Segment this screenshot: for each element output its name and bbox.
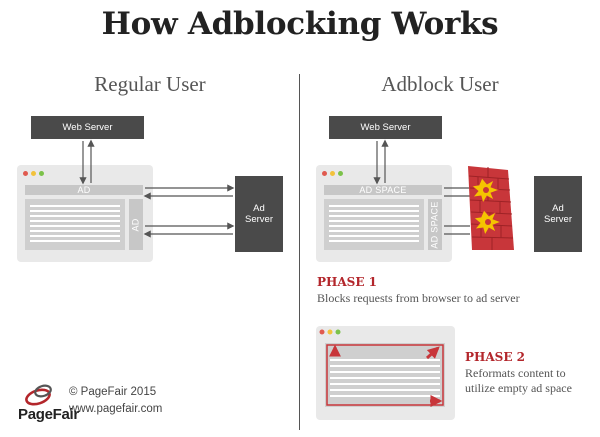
right-side-ad-space: AD SPACE bbox=[428, 199, 442, 250]
left-content-area bbox=[25, 199, 125, 250]
right-browser-window: AD SPACE AD SPACE bbox=[316, 165, 452, 262]
firewall-icon bbox=[468, 166, 514, 250]
column-divider bbox=[299, 74, 300, 430]
right-top-ad-space-label: AD SPACE bbox=[359, 185, 407, 195]
left-side-ad: AD bbox=[129, 199, 143, 250]
right-webserver-arrows bbox=[373, 139, 389, 185]
left-ad-server-label-1: Ad bbox=[253, 202, 265, 214]
pagefair-logo-icon bbox=[25, 384, 52, 406]
phase1-title: PHASE 1 bbox=[317, 275, 378, 289]
explosion-icon-bottom bbox=[473, 209, 503, 237]
phase1-description: Blocks requests from browser to ad serve… bbox=[317, 291, 520, 305]
pagefair-logo-text: PageFair bbox=[18, 406, 79, 423]
right-ad-server-label-2: Server bbox=[544, 214, 572, 225]
right-browser-close-dot bbox=[322, 171, 327, 176]
page-title: How Adblocking Works bbox=[101, 6, 499, 42]
right-browser-minimize-dot bbox=[330, 171, 335, 176]
left-browser-maximize-dot bbox=[39, 171, 44, 176]
phase2-browser-window bbox=[316, 326, 455, 420]
phase2-description: Reformats content to utilize empty ad sp… bbox=[465, 366, 595, 396]
left-ad-server-label-2: Server bbox=[245, 214, 273, 225]
website-url: www.pagefair.com bbox=[69, 403, 163, 415]
phase2-description-line2: utilize empty ad space bbox=[465, 381, 572, 395]
adblock-user-heading: Adblock User bbox=[381, 72, 499, 96]
left-web-server-label: Web Server bbox=[62, 121, 113, 133]
phase2-description-line1: Reformats content to bbox=[465, 366, 566, 380]
left-browser-minimize-dot bbox=[31, 171, 36, 176]
explosion-icon-top bbox=[471, 177, 501, 205]
left-ad-server-box: Ad Server bbox=[235, 176, 283, 252]
left-top-ad-bar: AD bbox=[25, 185, 143, 195]
phase2-title: PHASE 2 bbox=[465, 350, 526, 364]
left-web-server-box: Web Server bbox=[31, 116, 144, 139]
left-adserver-arrows bbox=[143, 184, 235, 238]
right-web-server-label: Web Server bbox=[360, 121, 411, 133]
right-ad-server-label-1: Ad bbox=[552, 202, 564, 214]
right-browser-maximize-dot bbox=[338, 171, 343, 176]
copyright-text: © PageFair 2015 bbox=[69, 386, 157, 398]
right-content-area bbox=[324, 199, 424, 250]
left-browser-close-dot bbox=[23, 171, 28, 176]
regular-user-heading: Regular User bbox=[94, 72, 206, 96]
right-ad-server-box: Ad Server bbox=[534, 176, 582, 252]
left-top-ad-label: AD bbox=[77, 185, 91, 195]
right-web-server-box: Web Server bbox=[329, 116, 442, 139]
right-blocked-arrows bbox=[444, 187, 470, 235]
right-top-ad-space-bar: AD SPACE bbox=[324, 185, 442, 195]
left-webserver-arrows bbox=[79, 139, 95, 185]
